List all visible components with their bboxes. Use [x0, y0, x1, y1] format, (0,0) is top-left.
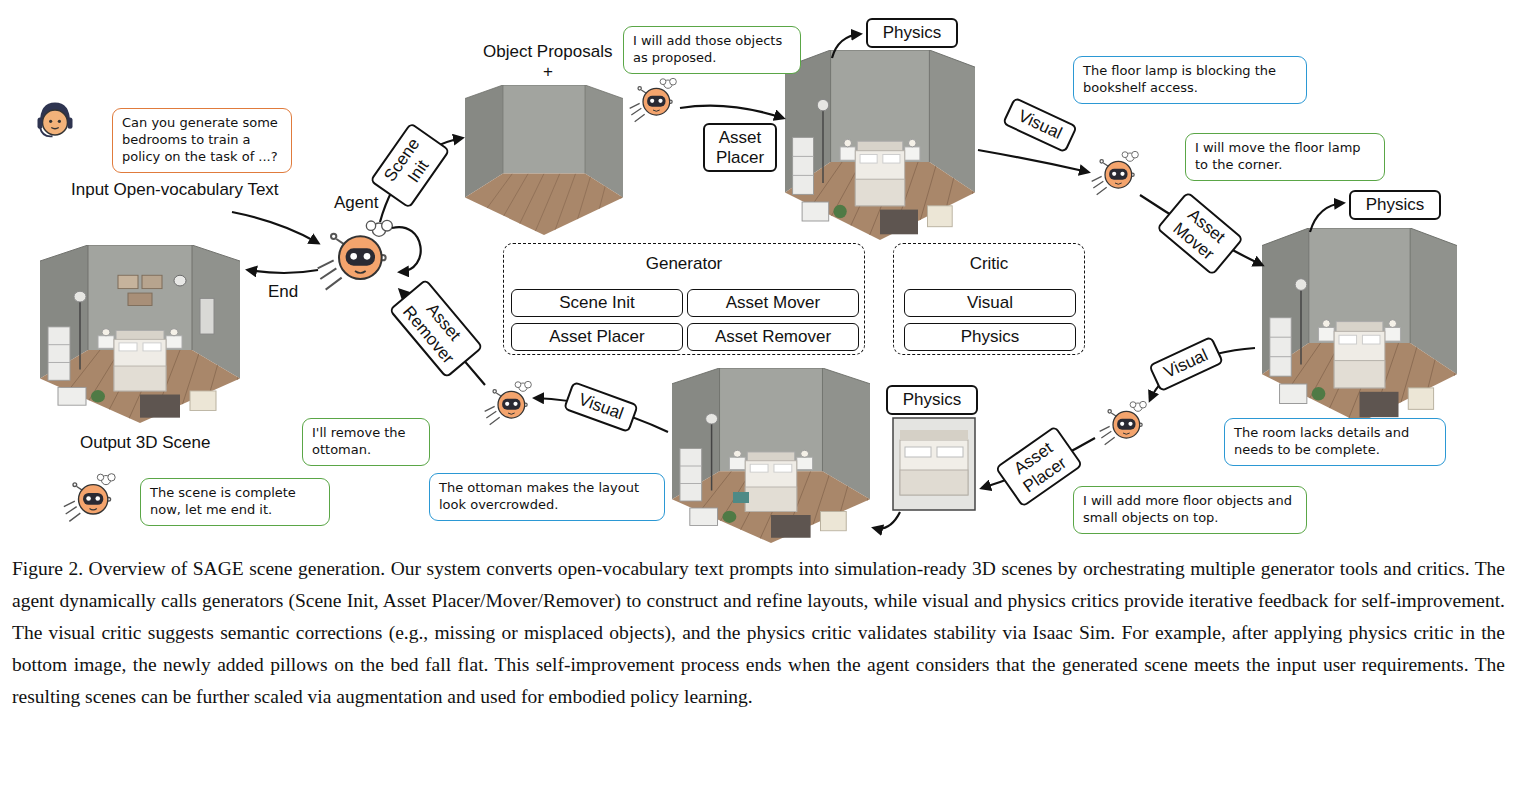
speech-bubble: Can you generate some bedrooms to train …: [112, 108, 292, 173]
tool-cell: Asset Mover: [687, 289, 859, 317]
box-text: Asset Mover: [1167, 201, 1233, 266]
box-text: Visual: [574, 389, 628, 424]
box-text: The ottoman makes the layout look overcr…: [439, 480, 655, 514]
robot-icon: [1092, 151, 1139, 194]
box-text: I will add those objects as proposed.: [633, 33, 791, 67]
speech-bubble: The room lacks details and needs to be c…: [1224, 418, 1446, 466]
speech-bubble: The floor lamp is blocking the bookshelf…: [1073, 56, 1307, 104]
speech-bubble: I'll remove the ottoman.: [302, 418, 430, 466]
tool-box: Visual: [1148, 336, 1224, 392]
box-text: Physics: [961, 328, 1020, 347]
box-text: Asset Remover: [399, 289, 474, 368]
box-text: Visual: [967, 294, 1013, 313]
box-text: The scene is complete now, let me end it…: [150, 485, 320, 519]
tool-cell: Asset Placer: [511, 323, 683, 351]
robot-icon: [485, 381, 532, 424]
box-text: The room lacks details and needs to be c…: [1234, 425, 1436, 459]
box-text: The floor lamp is blocking the bookshelf…: [1083, 63, 1297, 97]
empty-room: [465, 85, 623, 239]
box-text: I will add more floor objects and small …: [1083, 493, 1297, 527]
tool-box: Visual: [1002, 97, 1078, 153]
room-decor: [118, 275, 214, 334]
tool-box: Asset Placer: [703, 123, 777, 172]
tool-box: Physics: [886, 385, 978, 415]
room-render: [1262, 228, 1457, 428]
figure-label: Object Proposals: [483, 42, 612, 62]
box-text: Physics: [896, 390, 968, 410]
ottoman: [733, 492, 749, 503]
room-furniture: [793, 99, 953, 234]
figure-label: +: [543, 62, 553, 82]
agent-robot: [318, 220, 393, 289]
speech-bubble: The scene is complete now, let me end it…: [140, 478, 330, 526]
tool-box: Asset Placer: [995, 425, 1084, 508]
box-text: Asset Remover: [715, 328, 831, 347]
tool-box: Asset Remover: [388, 278, 483, 379]
tool-box: Visual: [563, 381, 639, 433]
tool-cell: Visual: [904, 289, 1076, 317]
tool-cell: Asset Remover: [687, 323, 859, 351]
robot-icon: [1100, 401, 1147, 444]
group-box: CriticVisualPhysics: [893, 243, 1085, 355]
tool-box: Physics: [1349, 190, 1441, 220]
user-icon: [38, 103, 73, 137]
room-render: [785, 50, 975, 245]
box-text: Physics: [876, 23, 948, 43]
room-render: [672, 368, 870, 547]
box-text: I'll remove the ottoman.: [312, 425, 420, 459]
speech-bubble: The ottoman makes the layout look overcr…: [429, 473, 665, 521]
group-heading: Generator: [504, 244, 864, 274]
room-furniture: [48, 291, 216, 417]
box-text: Asset Placer: [713, 128, 767, 167]
output-room: [40, 245, 240, 427]
box-text: Scene Init: [379, 133, 441, 198]
speech-bubble: I will add more floor objects and small …: [1073, 486, 1307, 534]
room-furniture: [680, 414, 846, 538]
figure-label: Agent: [334, 193, 378, 213]
figure-label: Input Open-vocabulary Text: [71, 180, 279, 200]
tool-cell: Physics: [904, 323, 1076, 351]
physics-closeup: [893, 418, 975, 510]
tool-box: Scene Init: [369, 122, 451, 209]
box-text: Physics: [1359, 195, 1431, 215]
box-text: Visual: [1013, 105, 1067, 144]
box-text: I will move the floor lamp to the corner…: [1195, 140, 1375, 174]
speech-bubble: I will move the floor lamp to the corner…: [1185, 133, 1385, 181]
figure-label: Output 3D Scene: [80, 433, 210, 453]
box-text: Scene Init: [559, 294, 635, 313]
box-text: Can you generate some bedrooms to train …: [122, 115, 282, 166]
figure-label: End: [268, 282, 298, 302]
robot-icon: [64, 474, 115, 522]
tool-box: Asset Mover: [1156, 191, 1244, 276]
box-text: Visual: [1159, 344, 1213, 383]
group-heading: Critic: [894, 244, 1084, 274]
box-text: Asset Placer: [1006, 435, 1073, 498]
tool-box: Physics: [866, 18, 958, 48]
box-text: Asset Placer: [549, 328, 644, 347]
box-text: Asset Mover: [726, 294, 820, 313]
group-box: GeneratorScene Init Asset MoverAsset Plac…: [503, 243, 865, 355]
flow-arrows: [232, 34, 1343, 529]
figure-caption: Figure 2. Overview of SAGE scene generat…: [12, 553, 1505, 713]
room-furniture: [1270, 279, 1434, 417]
speech-bubble: I will add those objects as proposed.: [623, 26, 801, 74]
tool-cell: Scene Init: [511, 289, 683, 317]
robot-icon: [630, 78, 677, 121]
